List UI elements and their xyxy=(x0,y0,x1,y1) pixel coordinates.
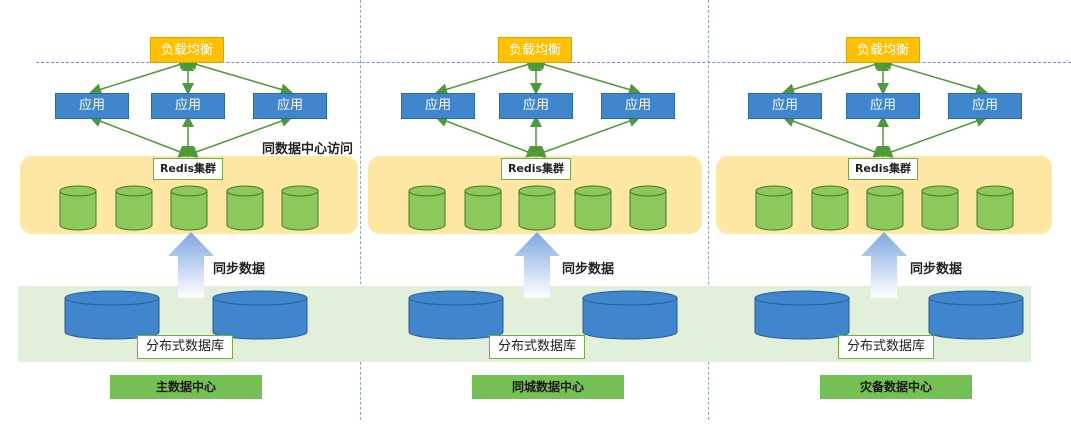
distributed-db-label: 分布式数据库 xyxy=(489,335,585,359)
db-node xyxy=(212,290,308,340)
arrow-app-redis xyxy=(435,115,539,158)
distributed-db-label: 分布式数据库 xyxy=(137,335,233,359)
arrow-app-redis xyxy=(185,115,293,158)
cache-node xyxy=(281,185,319,231)
cache-node xyxy=(811,185,849,231)
db-node xyxy=(582,290,678,340)
db-node xyxy=(754,290,850,340)
separator-2 xyxy=(708,0,709,420)
app-node: 应用 xyxy=(748,93,822,119)
cache-node xyxy=(629,185,667,231)
cache-node xyxy=(170,185,208,231)
arrow-lb-app xyxy=(782,58,886,96)
cache-node xyxy=(115,185,153,231)
arrow-lb-app xyxy=(185,58,293,96)
redis-cluster-label: Redis集群 xyxy=(848,158,918,180)
redis-cluster-label: Redis集群 xyxy=(153,158,223,180)
distributed-db-label: 分布式数据库 xyxy=(838,335,934,359)
arrow-lb-app xyxy=(880,58,988,96)
redis-cluster-label: Redis集群 xyxy=(501,158,571,180)
sync-arrow xyxy=(861,232,907,298)
arrow-app-redis xyxy=(89,115,191,158)
sync-label: 同步数据 xyxy=(213,262,266,277)
same-dc-access-note: 同数据中心访问 xyxy=(262,142,354,157)
arrow-app-redis xyxy=(880,115,988,158)
arrow-lb-app xyxy=(533,58,641,96)
cache-node xyxy=(408,185,446,231)
app-node: 应用 xyxy=(151,93,225,119)
cache-node xyxy=(976,185,1014,231)
load-balancer: 负载均衡 xyxy=(498,37,572,63)
app-node: 应用 xyxy=(253,93,327,119)
sync-label: 同步数据 xyxy=(910,262,963,277)
datacenter-label-disaster-recovery: 灾备数据中心 xyxy=(820,375,972,399)
load-balancer: 负载均衡 xyxy=(846,37,920,63)
db-node xyxy=(64,290,160,340)
app-node: 应用 xyxy=(948,93,1022,119)
sync-label: 同步数据 xyxy=(562,262,615,277)
arrow-app-redis xyxy=(782,115,886,158)
arrow-lb-app xyxy=(435,58,539,96)
db-nodes xyxy=(64,290,1024,340)
cache-node xyxy=(518,185,556,231)
db-node xyxy=(928,290,1024,340)
sync-arrow xyxy=(168,232,214,298)
cache-node xyxy=(755,185,793,231)
sync-arrow xyxy=(514,232,560,298)
datacenter-label-primary: 主数据中心 xyxy=(110,375,262,399)
dc2-graphics xyxy=(435,58,641,158)
datacenter-label-same-city: 同城数据中心 xyxy=(472,375,624,399)
separator-1 xyxy=(360,0,361,420)
app-node: 应用 xyxy=(55,93,129,119)
arrow-lb-app xyxy=(89,58,191,96)
db-node xyxy=(408,290,504,340)
cache-nodes xyxy=(59,185,1014,231)
arrow-app-redis xyxy=(533,115,641,158)
cache-node xyxy=(226,185,264,231)
cache-node xyxy=(921,185,959,231)
cache-node xyxy=(59,185,97,231)
dc3-graphics xyxy=(782,58,988,158)
app-node: 应用 xyxy=(601,93,675,119)
app-node: 应用 xyxy=(401,93,475,119)
app-node: 应用 xyxy=(499,93,573,119)
app-node: 应用 xyxy=(846,93,920,119)
dc1-graphics xyxy=(89,58,293,158)
cache-node xyxy=(866,185,904,231)
cache-node xyxy=(464,185,502,231)
load-balancer: 负载均衡 xyxy=(150,37,224,63)
cache-node xyxy=(574,185,612,231)
